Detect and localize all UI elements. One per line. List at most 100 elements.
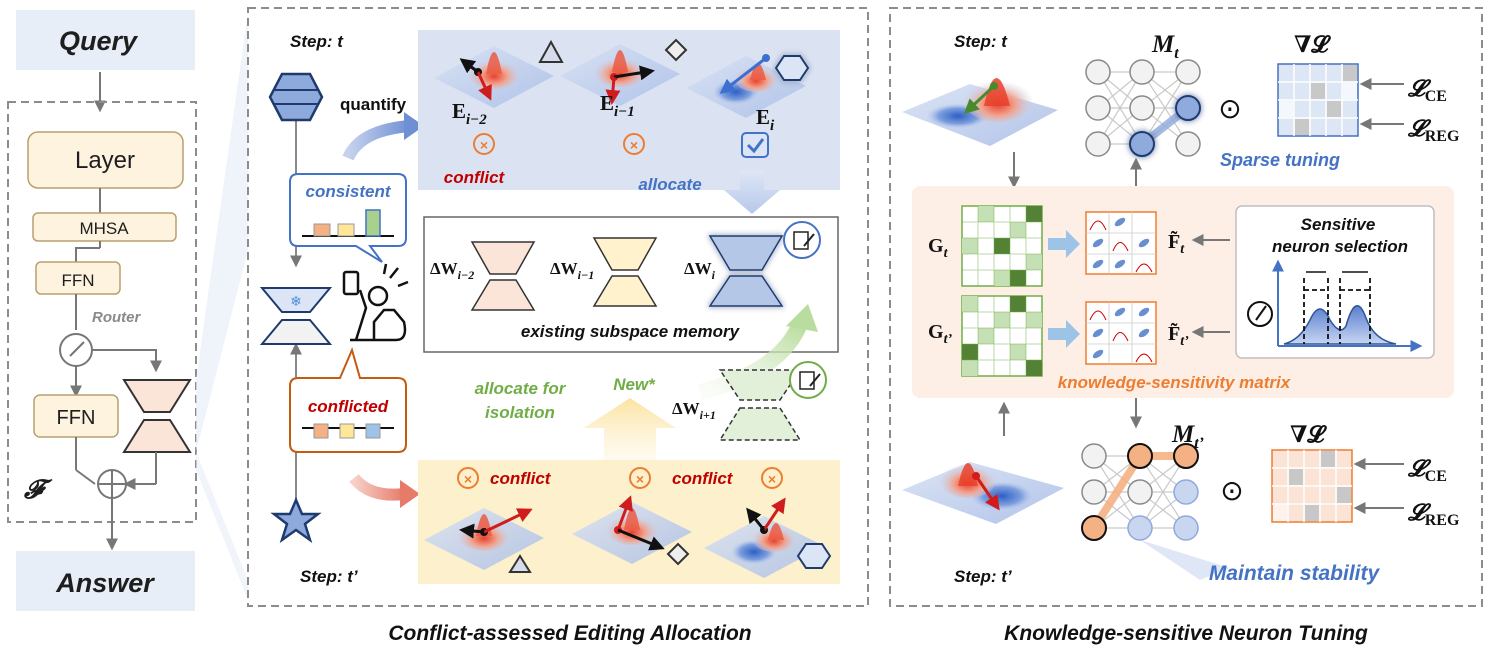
conflict-x-icon-2 [623,133,645,155]
zoom-connector [196,12,248,452]
ffn-top-box [35,261,121,295]
triangle-bottom-icon [508,554,532,573]
g-t2-label: Gt’ [928,321,952,347]
hexagon-small-icon [774,55,810,81]
adapter-dw-im2 [470,241,536,311]
adapter-dw-im1 [592,237,658,307]
surface-e-im2 [434,46,554,108]
person-thinking-icon [342,263,409,342]
grad-matrix-top [1277,63,1359,137]
dw-i-label: ΔWi [684,259,716,282]
diamond-bottom-icon [666,542,690,566]
middle-caption: Conflict-assessed Editing Allocation [388,622,751,645]
maintain-stability-label: Maintain stability [1209,562,1381,585]
adapter-icon [122,379,192,453]
lreg-top: 𝓛REG [1407,116,1460,145]
gradient-grid-gt2 [961,295,1043,377]
network-bottom [1081,443,1230,580]
middle-step-t2: Step: t’ [300,567,358,586]
sensitive-line1: Sensitive [1301,215,1376,234]
quantify-arrow [342,120,411,161]
diamond-icon [664,38,688,62]
dw-im1-label: ΔWi−1 [550,259,594,282]
new-allocation-arrow [584,398,676,460]
edit-note-new-icon [789,361,827,399]
svg-text:×: × [480,137,488,153]
answer-box [16,551,195,611]
g-t-label: Gt [928,235,949,261]
snowflake-icon: ❄ [290,293,302,309]
right-dashed-frame [889,7,1483,607]
adapter-dw-i [708,235,784,307]
middle-dashed-frame [247,7,869,607]
right-panel: Step: t Step: t’ Mt [889,7,1483,645]
svg-text:×: × [768,471,776,487]
allocate-isolation-line2: isolation [485,403,555,422]
conflict-top-label: conflict [444,168,506,187]
query-box [16,10,195,70]
gradient-grid-gt [961,205,1043,287]
surface-bottom-1 [424,508,544,570]
surface-e-i [686,54,806,118]
hexagon-bottom-icon [796,543,832,569]
consistent-bubble: consistent [289,173,407,263]
f-t2-label: F̃t’ [1168,322,1189,349]
right-step-t2: Step: t’ [954,567,1012,586]
surface-bottom-2 [572,495,692,564]
distribution-plot [1272,259,1423,352]
hexagon-knowledge-icon [268,72,324,122]
layer-label: Layer [75,147,135,174]
frozen-model-icon: ❄ [259,287,333,345]
grad-bottom-label: ∇𝓛 [1290,422,1327,447]
e-im1-label: Ei−1 [600,91,635,120]
dw-im2-label: ΔWi−2 [430,259,474,282]
conflicted-label: conflicted [308,397,389,416]
lce-bottom: 𝓛CE [1407,456,1447,485]
answer-label: Answer [55,568,155,598]
right-caption: Knowledge-sensitive Neuron Tuning [1004,622,1368,645]
fisher-matrix-bottom [1085,301,1157,365]
dw-ip1-label: ΔWi+1 [672,399,716,422]
query-label: Query [59,26,139,56]
star-knowledge-icon [270,496,322,544]
mhsa-label: MHSA [79,219,129,238]
layer-dashed-frame [7,101,197,523]
left-architecture: Query Layer MHSA FFN Router FFN [7,10,248,611]
adapter-dw-ip1 [718,369,802,441]
odot-top: ⊙ [1218,93,1241,124]
allocate-top-label: allocate [638,175,701,194]
sensitive-line2: neuron selection [1272,237,1408,256]
neuron-selection-box [1235,205,1435,359]
conflict-x-icon-4 [629,467,651,489]
svg-text:×: × [636,471,644,487]
surface-bottom-3 [704,497,824,578]
consistent-label: consistent [305,182,391,201]
ffn-bottom-label: FFN [57,407,96,429]
middle-step-t: Step: t [290,32,344,51]
conflict-bottom-2: conflict [672,469,734,488]
allocate-down-arrow [724,170,780,214]
check-icon [741,132,769,158]
sparse-tuning-label: Sparse tuning [1220,150,1340,170]
odot-bottom: ⊙ [1220,475,1243,506]
network-top [1085,59,1201,157]
grad-top-label: ∇𝓛 [1294,32,1331,57]
lreg-bottom: 𝓛REG [1407,500,1460,529]
f-t-label: F̃t [1168,230,1185,257]
ffn-top-label: FFN [61,271,94,290]
f-symbol: 𝓕 [23,475,53,504]
landscape-top [902,78,1058,146]
middle-panel: Step: t Step: t’ quantify consistent ❄ [247,7,869,645]
lce-top: 𝓛CE [1407,76,1447,105]
ks-matrix-label: knowledge-sensitivity matrix [1058,373,1292,392]
grid-to-matrix-arrow-1 [1048,230,1080,258]
memory-label: existing subspace memory [521,322,741,341]
right-step-t: Step: t [954,32,1008,51]
m-t-label: Mt [1151,31,1179,62]
e-i-label: Ei [756,105,775,134]
new-label: New* [613,375,656,394]
layer-box [27,131,184,189]
router-label: Router [92,309,141,326]
conflict-arrow [349,473,405,501]
